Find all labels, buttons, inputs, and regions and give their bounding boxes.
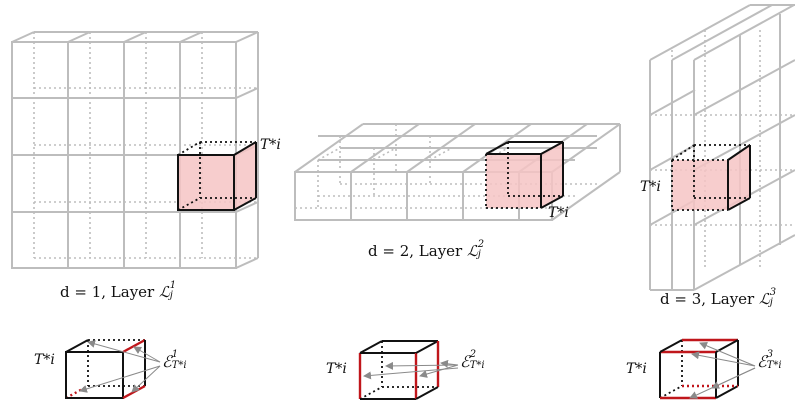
edge-cube-2 xyxy=(358,340,459,400)
grid-panel-3 xyxy=(649,4,795,291)
edge-cube-1 xyxy=(65,338,161,400)
small-cube-label-1: T*i xyxy=(34,352,55,368)
highlighted-cell-1 xyxy=(177,141,257,211)
cell-label-panel-1: T*i xyxy=(260,137,281,153)
grid-panel-1 xyxy=(11,31,259,269)
highlighted-cell-2 xyxy=(485,141,564,209)
small-cube-label-3: T*i xyxy=(626,361,647,377)
cell-label-panel-3: T*i xyxy=(640,179,661,195)
highlighted-cell-3 xyxy=(671,144,751,211)
small-cube-label-2: T*i xyxy=(326,361,347,377)
edge-cube-3 xyxy=(659,338,756,400)
cell-label-panel-2: T*i xyxy=(548,205,569,221)
grid-panel-2 xyxy=(294,123,621,221)
